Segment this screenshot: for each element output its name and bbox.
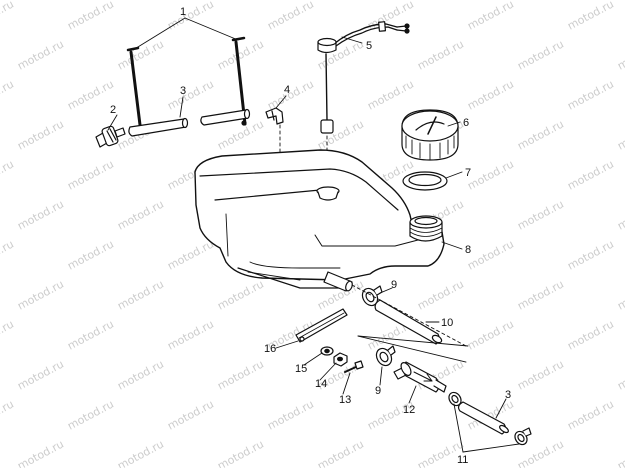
washer: [320, 346, 334, 356]
watermark-text: motod.ru: [65, 0, 116, 33]
hose-clamp-lower: [375, 345, 396, 367]
watermark-text: motod.ru: [165, 77, 216, 112]
watermark-text: motod.ru: [0, 397, 16, 432]
callout-14: 14: [315, 378, 327, 390]
watermark-text: motod.ru: [65, 77, 116, 112]
callout-6: 6: [463, 117, 469, 129]
filter-bracket: [295, 308, 348, 343]
fuel-tank: [194, 149, 445, 292]
watermark-text: motod.ru: [565, 317, 616, 352]
watermark-text: motod.ru: [0, 0, 16, 33]
watermark-text: motod.ru: [165, 237, 216, 272]
inline-fuel-filter: [393, 361, 447, 393]
watermark-text: motod.ru: [515, 277, 566, 312]
filler-gasket: [402, 171, 448, 191]
watermark-text: motod.ru: [565, 237, 616, 272]
callout-10: 10: [441, 317, 453, 329]
watermark-text: motod.ru: [115, 37, 166, 72]
callout-9-lower: 9: [375, 385, 381, 397]
callout-16: 16: [264, 343, 276, 355]
watermark-text: motod.ru: [465, 317, 516, 352]
watermark-text: motod.ru: [115, 277, 166, 312]
watermark-text: motod.ru: [65, 237, 116, 272]
watermark-text: motod.ru: [15, 37, 66, 72]
assembly-line: [351, 284, 467, 347]
callout-15: 15: [295, 363, 307, 375]
callout-3-lower: 3: [505, 389, 511, 401]
watermark-text: motod.ru: [15, 437, 66, 468]
watermark-text: motod.ru: [615, 197, 625, 232]
callout-labels: 1 2 3 4 5 6 7 8 9 10 16 15 14 13 9 12 3 …: [110, 6, 511, 466]
watermark-text: motod.ru: [0, 237, 16, 272]
watermark-text: motod.ru: [115, 197, 166, 232]
watermark-text: motod.ru: [265, 397, 316, 432]
watermark-text: motod.ru: [165, 397, 216, 432]
mounting-bolt: [344, 360, 364, 373]
watermark-text: motod.ru: [415, 277, 466, 312]
watermark-text: motod.ru: [565, 397, 616, 432]
watermark-text: motod.ru: [115, 437, 166, 468]
watermark-text: motod.ru: [465, 0, 516, 33]
watermark-text: motod.ru: [65, 397, 116, 432]
watermark-text: motod.ru: [515, 37, 566, 72]
callout-2: 2: [110, 104, 116, 116]
callout-4: 4: [284, 84, 290, 96]
watermark-text: motod.ru: [615, 117, 625, 152]
lock-nut: [333, 352, 348, 367]
watermark-text: motod.ru: [15, 117, 66, 152]
watermark-text: motod.ru: [0, 77, 16, 112]
watermark-text: motod.ru: [265, 77, 316, 112]
watermark-text: motod.ru: [115, 357, 166, 392]
watermark-text: motod.ru: [615, 37, 625, 72]
callout-12: 12: [403, 404, 415, 416]
watermark-text: motod.ru: [65, 317, 116, 352]
watermark-text: motod.ru: [0, 157, 16, 192]
watermark-text: motod.ru: [565, 0, 616, 33]
callout-11: 11: [457, 454, 468, 466]
watermark-text: motod.ru: [615, 357, 625, 392]
watermark-text: motod.ru: [65, 157, 116, 192]
watermark-text: motod.ru: [465, 157, 516, 192]
watermark-text: motod.ru: [615, 437, 625, 468]
watermark-text: motod.ru: [415, 37, 466, 72]
callout-3: 3: [180, 85, 186, 97]
vent-hose-upper: [128, 108, 251, 137]
callout-9-upper: 9: [391, 279, 397, 291]
callout-8: 8: [465, 244, 471, 256]
watermark-text: motod.ru: [215, 437, 266, 468]
watermark-text: motod.ru: [215, 277, 266, 312]
watermark-text: motod.ru: [465, 77, 516, 112]
callout-5: 5: [366, 40, 372, 52]
watermark-text: motod.ru: [565, 77, 616, 112]
watermark-text: motod.ru: [0, 317, 16, 352]
watermark-text: motod.ru: [465, 237, 516, 272]
callout-13: 13: [339, 394, 351, 406]
watermark-text: motod.ru: [565, 157, 616, 192]
watermark-text: motod.ru: [515, 357, 566, 392]
fuel-hose-lower: [457, 401, 509, 435]
watermark-text: motod.ru: [15, 197, 66, 232]
watermark-text: motod.ru: [215, 117, 266, 152]
callout-1: 1: [180, 6, 186, 18]
filler-cap: [401, 109, 459, 161]
watermark-text: motod.ru: [515, 197, 566, 232]
watermark-text: motod.ru: [215, 357, 266, 392]
fuel-hose: [374, 299, 443, 345]
watermark-text: motod.ru: [15, 357, 66, 392]
fuel-level-sender: [317, 21, 410, 177]
watermark-text: motod.ru: [515, 117, 566, 152]
vent-valve: [95, 125, 126, 148]
callout-7: 7: [465, 167, 471, 179]
watermark-text: motod.ru: [215, 37, 266, 72]
watermark-text: motod.ru: [265, 0, 316, 33]
leader-lines: [107, 17, 520, 453]
watermark-text: motod.ru: [15, 277, 66, 312]
hose-clamp-pair: [448, 391, 532, 446]
watermark-text: motod.ru: [365, 77, 416, 112]
watermark-text: motod.ru: [165, 317, 216, 352]
watermark-text: motod.ru: [615, 277, 625, 312]
watermark-text: motod.ru: [315, 437, 366, 468]
